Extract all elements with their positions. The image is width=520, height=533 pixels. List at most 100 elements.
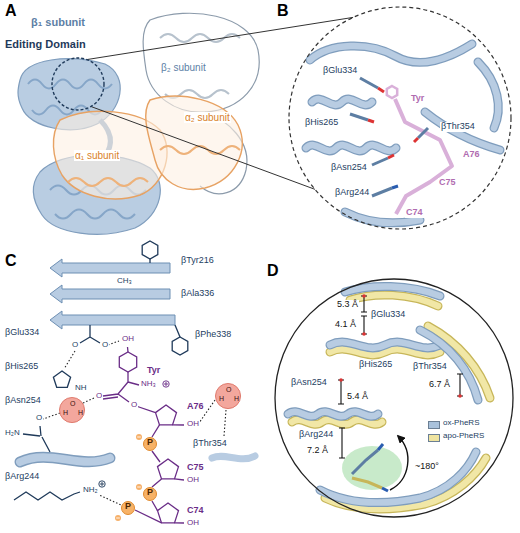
atom-label: P [146,438,154,448]
interaction-scheme-part [119,352,136,372]
conformation-comparison-part [342,446,402,490]
legend-swatch [428,434,440,442]
interaction-scheme-part [80,325,100,343]
substrate-label: Tyr [410,94,425,104]
interaction-scheme-part [64,351,75,369]
conformation-comparison-part [288,412,378,417]
atom-label: OH [186,519,200,528]
atom-label: NH [74,384,88,393]
water-molecule: HOH [215,383,241,409]
residue-label: βAsn254 [4,396,42,406]
interaction-scheme-part [50,285,170,303]
interaction-scheme-part [224,410,226,436]
atom-label: H₂N [4,429,21,438]
interaction-scheme-part [99,481,105,487]
atom-label: H [218,395,225,403]
distance-label: 4.1 Å [334,320,357,330]
atom-label: H [77,409,84,417]
protein-complex-part [160,34,240,42]
residue-label: βAsn254 [290,378,328,388]
atom-label: OH [186,420,200,429]
subunit-label: α₂ subunit [184,112,231,123]
angle-label: ~180° [414,462,440,472]
panel-letter: A [4,2,18,20]
atom-label: NH₂ [82,486,99,495]
conformation-comparison-part [288,412,378,417]
atom-label: P [146,488,154,498]
atom-label: O [69,400,76,408]
water-molecule-shape [59,397,84,422]
conformation-comparison-part [352,450,378,474]
nucleotide-label: A76 [186,402,205,412]
interaction-scheme-part [137,487,141,488]
interaction-scheme-part [116,518,120,519]
conformation-comparison-part [362,294,366,298]
atom-label: CH₃ [116,277,133,286]
atom-label: O [101,341,109,350]
editing-site-structure-part [372,158,388,165]
residue-label: βGlu334 [370,310,406,320]
interaction-scheme-part [23,426,50,452]
interaction-scheme-part [50,311,175,329]
protein-complex-part [28,80,112,89]
atom-label: O [225,386,232,394]
residue-label: βGlu334 [322,66,358,76]
residue-label: βHis265 [358,360,393,370]
distance-label: 5.3 Å [336,300,359,310]
zoom-line [91,107,315,190]
water-molecule-shape [215,383,240,408]
atom-label: O [130,401,138,410]
residue-label: βHis265 [4,362,39,372]
atom-label: O [71,341,79,350]
editing-site-structure-part [418,128,428,138]
editing-site-structure-part [306,145,396,151]
interaction-scheme-part [20,457,110,462]
water-molecule: HOH [59,397,85,423]
residue-label: βPhe338 [194,330,232,340]
editing-site-structure-part [425,112,500,150]
editing-site-structure-part [360,78,378,88]
atom-label: OH [186,476,200,485]
editing-site-structure-part [306,145,396,151]
substrate-label: Tyr [146,366,161,376]
conformation-comparison-part [361,296,367,312]
atom-label: O [35,414,43,423]
residue-label: βHis265 [304,118,339,128]
legend-swatch [428,421,440,429]
phosphate-circle-shape [144,488,157,501]
residue-label: βAsn254 [330,163,368,173]
residue-label: βThr354 [192,439,228,449]
phosphate-circle: P [143,437,157,451]
conformation-comparison-part [458,394,462,398]
legend-text: ox-PheRS [442,419,480,428]
interaction-scheme-part [20,457,110,462]
phosphate-circle: P [121,501,135,515]
editing-site-structure-part [372,188,392,196]
interaction-scheme-part [149,259,150,263]
editing-site-structure-part [312,99,372,105]
zoom-circle: Editing Domain [4,38,114,112]
editing-site-structure-part [378,88,384,92]
zoom-circle-shape [52,58,104,110]
residue-label: βThr354 [440,122,476,132]
editing-site-structure-part [350,114,368,120]
conformation-comparison-part [390,436,408,490]
editing-site-structure-part [392,186,398,188]
interaction-scheme-part [164,382,168,386]
atom-label: NH₃ [140,380,157,389]
panel-letter: D [266,262,280,280]
interaction-scheme-part [53,371,70,387]
editing-site-structure-part [478,62,498,128]
atom-label: P [124,502,132,512]
conformation-comparison-part [378,444,383,450]
subunit-label: β₂ subunit [160,62,207,73]
comparison-inset: 5.3 ÅβGlu3344.1 ÅβHis265βAsn2545.4 ÅβThr… [274,278,514,518]
nucleotide-label: C75 [438,178,457,188]
editing-site-structure-part [368,120,374,122]
conformation-comparison-part [457,374,463,396]
interaction-scheme-part [137,437,141,438]
conformation-comparison-part [338,380,344,404]
